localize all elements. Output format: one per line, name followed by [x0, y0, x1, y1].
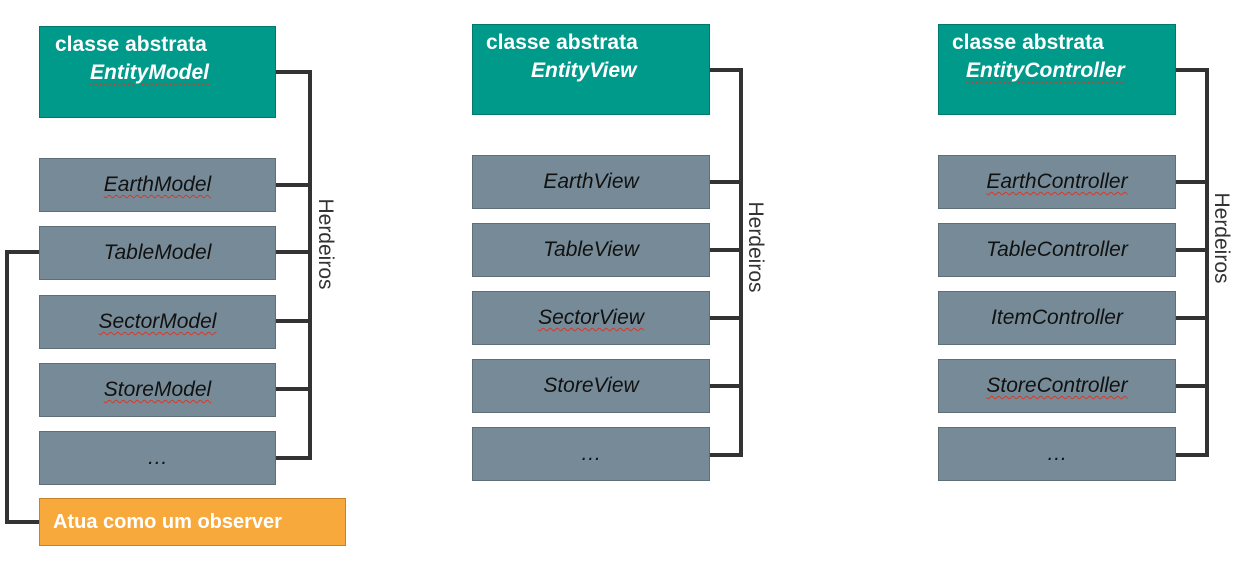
abstract-class-keyword: classe abstrata	[952, 31, 1104, 54]
inheritors-label-controller: Herdeiros	[1210, 192, 1233, 284]
abstract-class-entitycontroller: classe abstrata EntityController	[938, 24, 1176, 115]
class-box-sectorview: SectorView	[472, 291, 710, 345]
class-name: TableModel	[103, 241, 212, 264]
observer-note: Atua como um observer	[39, 498, 346, 546]
inheritance-bracket-model	[276, 70, 312, 460]
class-name: ItemController	[991, 306, 1123, 329]
class-box-tablemodel: TableModel	[39, 226, 276, 280]
class-name: SectorView	[538, 306, 644, 329]
class-name: TableController	[986, 238, 1128, 261]
class-box-more-models: …	[39, 431, 276, 485]
abstract-class-keyword: classe abstrata	[486, 31, 638, 54]
abstract-class-entityview: classe abstrata EntityView	[472, 24, 710, 115]
inheritance-bracket-view	[710, 68, 743, 457]
inheritors-label-model: Herdeiros	[314, 198, 337, 290]
class-name: StoreModel	[103, 378, 212, 401]
ellipsis: …	[147, 446, 168, 469]
class-name: EarthModel	[103, 173, 212, 196]
ellipsis: …	[580, 442, 602, 465]
class-box-more-views: …	[472, 427, 710, 481]
class-name: EarthView	[543, 170, 639, 193]
class-name: EarthController	[986, 170, 1128, 193]
inheritance-bracket-controller	[1176, 68, 1209, 457]
abstract-class-name: EntityView	[531, 59, 637, 82]
class-box-more-controllers: …	[938, 427, 1176, 481]
class-name: StoreController	[986, 374, 1128, 397]
class-box-sectormodel: SectorModel	[39, 295, 276, 349]
inheritors-label-view: Herdeiros	[744, 201, 767, 293]
observer-note-text: Atua como um observer	[53, 510, 282, 533]
class-box-tablecontroller: TableController	[938, 223, 1176, 277]
class-name: SectorModel	[98, 310, 217, 333]
abstract-class-entitymodel: classe abstrata EntityModel	[39, 26, 276, 118]
class-box-earthmodel: EarthModel	[39, 158, 276, 212]
observer-link	[5, 250, 40, 524]
class-box-storeview: StoreView	[472, 359, 710, 413]
abstract-class-name: EntityModel	[90, 61, 209, 84]
ellipsis: …	[1046, 442, 1068, 465]
class-box-itemcontroller: ItemController	[938, 291, 1176, 345]
class-box-earthcontroller: EarthController	[938, 155, 1176, 209]
class-box-earthview: EarthView	[472, 155, 710, 209]
class-name: StoreView	[543, 374, 639, 397]
class-box-tableview: TableView	[472, 223, 710, 277]
class-box-storecontroller: StoreController	[938, 359, 1176, 413]
class-name: TableView	[543, 238, 639, 261]
abstract-class-keyword: classe abstrata	[55, 33, 207, 56]
abstract-class-name: EntityController	[966, 59, 1125, 82]
class-box-storemodel: StoreModel	[39, 363, 276, 417]
